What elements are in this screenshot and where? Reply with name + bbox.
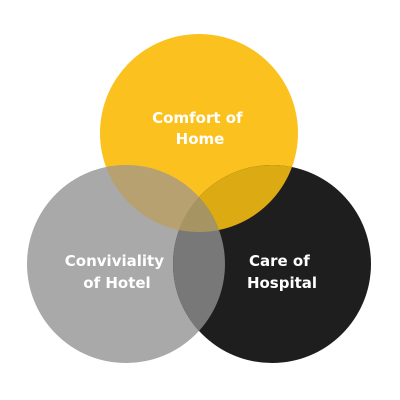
label-hotel-line-2: of Hotel: [83, 274, 150, 292]
label-comfort-of-home: Comfort of Home: [152, 109, 248, 148]
label-hospital-line-1: Care of: [249, 252, 310, 270]
label-care-of-hospital: Care of Hospital: [247, 252, 317, 292]
overlap-home-hospital: [173, 165, 298, 232]
label-conviviality-of-hotel: Conviviality of Hotel: [65, 252, 169, 292]
label-hospital-line-2: Hospital: [247, 274, 317, 292]
label-home-line-1: Comfort of: [152, 109, 243, 127]
label-hotel-line-1: Conviviality: [65, 252, 164, 270]
overlap-home-hotel: [100, 165, 225, 232]
label-home-line-2: Home: [176, 130, 225, 148]
